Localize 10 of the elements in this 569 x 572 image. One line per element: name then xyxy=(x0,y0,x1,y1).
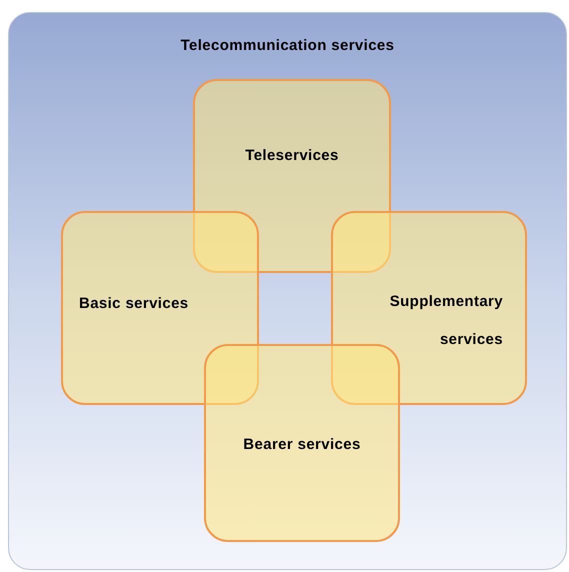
group-title: Telecommunication services xyxy=(180,36,396,56)
service-box xyxy=(331,211,527,405)
service-box xyxy=(204,344,400,542)
group-panel xyxy=(8,12,567,570)
service-label: Supplementary services xyxy=(388,292,503,350)
service-label: Bearer services xyxy=(242,435,362,455)
service-label: Teleservices xyxy=(244,146,340,166)
service-label: Basic services xyxy=(79,294,190,314)
service-box xyxy=(193,79,391,273)
service-box xyxy=(61,211,259,405)
